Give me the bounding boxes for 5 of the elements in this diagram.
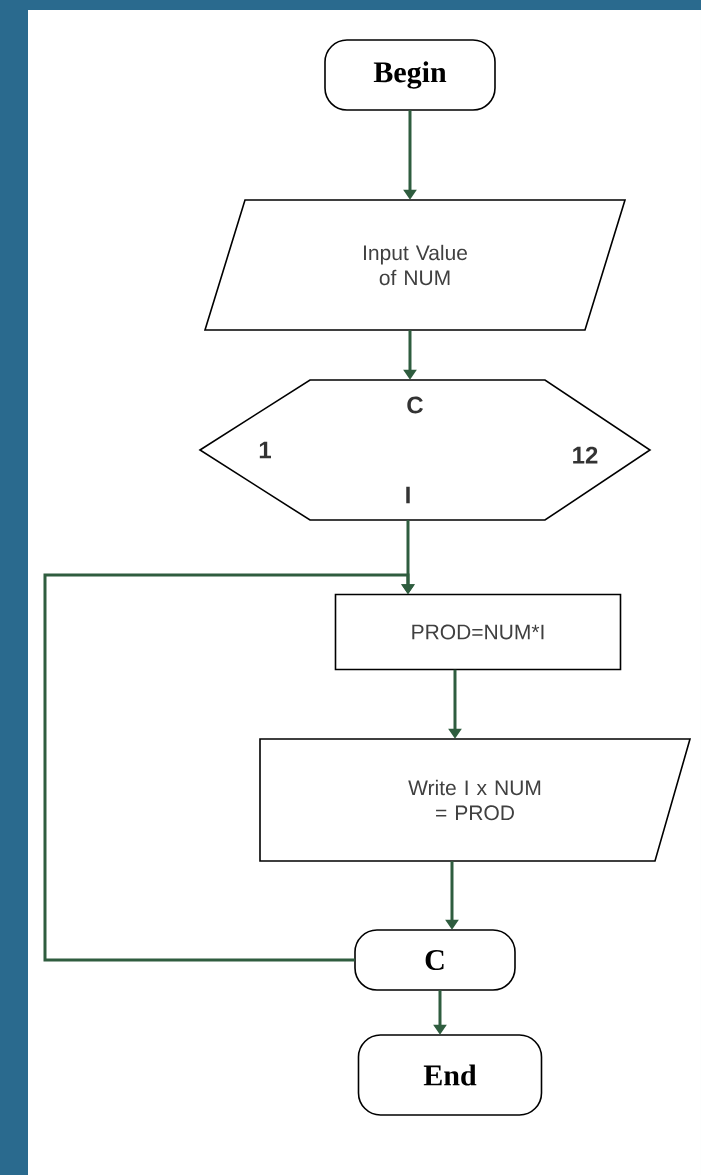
process-box: PROD=NUM*I bbox=[334, 593, 622, 671]
terminal-box: Begin bbox=[324, 39, 496, 111]
connector-box: C bbox=[354, 929, 516, 991]
loop-arrow bbox=[43, 573, 415, 962]
terminal-box: End bbox=[357, 1034, 543, 1116]
